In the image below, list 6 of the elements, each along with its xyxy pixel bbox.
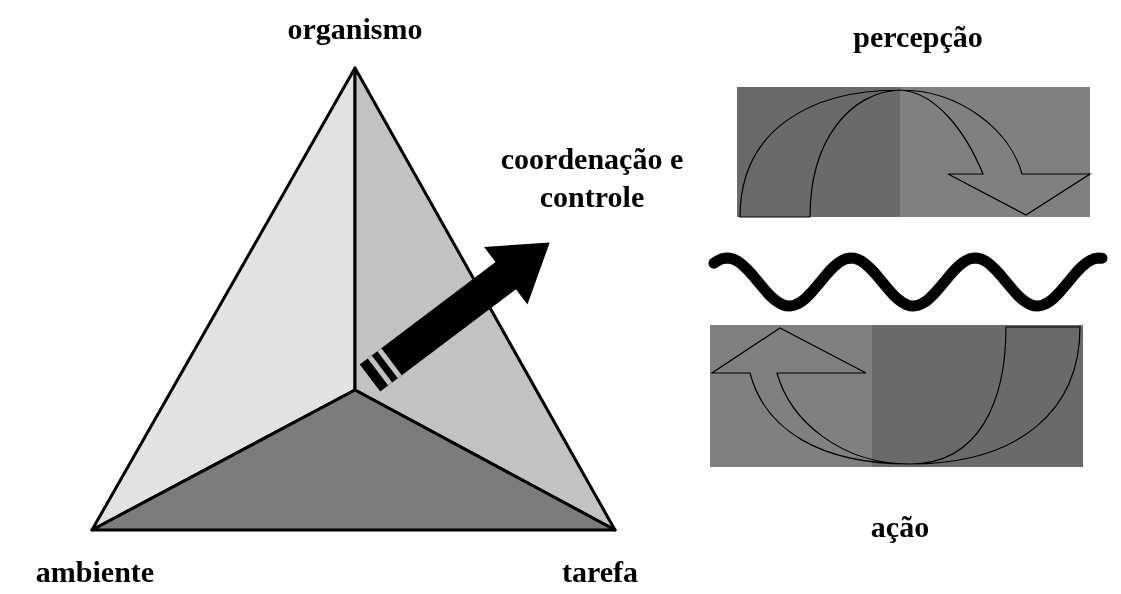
diagram-label: organismo xyxy=(286,11,424,47)
diagram-label: ambiente xyxy=(34,554,156,590)
diagram-label: coordenação e controle xyxy=(499,141,685,215)
diagram-label: percepção xyxy=(852,19,984,55)
diagram-label: tarefa xyxy=(560,554,640,590)
diagram-label: ação xyxy=(869,509,931,545)
